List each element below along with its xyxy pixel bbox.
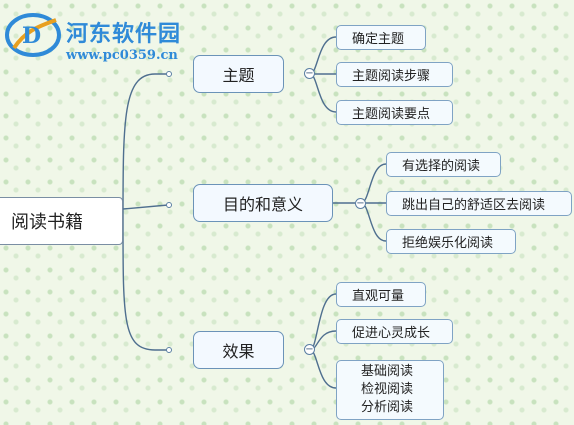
leaf-node-purpose-3-label: 拒绝娱乐化阅读 (402, 236, 494, 251)
topic-node-theme-label: 主题 (222, 66, 255, 85)
root-node[interactable]: 阅读书籍 (0, 197, 123, 245)
leaf-node-effect-3-line-2: 检视阅读 (361, 382, 414, 397)
topic-node-purpose[interactable]: 目的和意义 (193, 184, 333, 222)
leaf-node-effect-3-line-1: 基础阅读 (361, 364, 414, 379)
leaf-node-purpose-1-label: 有选择的阅读 (402, 159, 481, 174)
leaf-node-effect-2-label: 促进心灵成长 (352, 326, 431, 341)
leaf-node-theme-1[interactable]: 确定主题 (336, 25, 426, 50)
connector-dot-topic1 (166, 71, 172, 77)
leaf-node-theme-2[interactable]: 主题阅读步骤 (336, 62, 453, 87)
collapse-toggle-purpose-symbol: − (356, 197, 365, 209)
leaf-node-theme-3[interactable]: 主题阅读要点 (336, 100, 453, 125)
connector-root-topic3 (122, 221, 168, 351)
watermark-url: www.pc0359.cn (66, 48, 178, 63)
connector-root-topic1 (122, 73, 168, 223)
topic-node-purpose-label: 目的和意义 (222, 195, 303, 214)
connector-dot-topic2 (166, 202, 172, 208)
collapse-toggle-theme-symbol: − (305, 67, 314, 79)
connector-dot-topic3 (166, 347, 172, 353)
leaf-node-theme-3-label: 主题阅读要点 (352, 107, 431, 122)
collapse-toggle-purpose[interactable]: − (355, 198, 366, 209)
root-node-label: 阅读书籍 (11, 212, 83, 233)
leaf-node-effect-3-line-3: 分析阅读 (361, 400, 414, 415)
watermark-title: 河东软件园 (66, 21, 182, 47)
connector-topic1-leaf1 (309, 36, 337, 75)
leaf-node-purpose-3[interactable]: 拒绝娱乐化阅读 (386, 229, 516, 254)
connector-root-topic2 (122, 204, 169, 210)
collapse-toggle-theme[interactable]: − (304, 68, 315, 79)
leaf-node-purpose-2-label: 跳出自己的舒适区去阅读 (402, 198, 546, 213)
leaf-node-purpose-2[interactable]: 跳出自己的舒适区去阅读 (386, 191, 572, 216)
leaf-node-theme-2-label: 主题阅读步骤 (352, 69, 431, 84)
topic-node-effect-label: 效果 (222, 342, 255, 361)
connector-topic1-leaf3 (309, 73, 337, 113)
watermark-logo-icon: D (5, 13, 61, 57)
leaf-node-purpose-1[interactable]: 有选择的阅读 (386, 152, 501, 177)
leaf-node-effect-2[interactable]: 促进心灵成长 (336, 319, 453, 344)
connector-topic3-leaf1 (309, 293, 337, 351)
topic-node-effect[interactable]: 效果 (193, 331, 284, 369)
collapse-toggle-effect[interactable]: − (304, 344, 315, 355)
svg-text:D: D (22, 23, 41, 49)
collapse-toggle-effect-symbol: − (305, 343, 314, 355)
leaf-node-effect-1-label: 直观可量 (352, 289, 405, 304)
connector-topic3-leaf3 (309, 349, 337, 389)
topic-node-theme[interactable]: 主题 (193, 55, 284, 93)
watermark: D 河东软件园 www.pc0359.cn (4, 4, 214, 64)
leaf-node-effect-1[interactable]: 直观可量 (336, 282, 426, 307)
connector-topic2-leaf3 (360, 202, 387, 242)
connector-topic2-leaf1 (360, 163, 387, 204)
leaf-node-effect-3[interactable]: 基础阅读 检视阅读 分析阅读 (336, 360, 444, 420)
leaf-node-theme-1-label: 确定主题 (352, 32, 405, 47)
